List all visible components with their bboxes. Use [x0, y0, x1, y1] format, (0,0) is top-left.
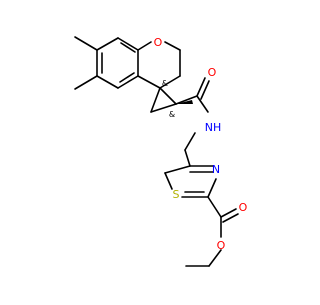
bond: [137, 41, 152, 51]
bond: [150, 87, 161, 113]
bond: [150, 103, 177, 113]
bond: [137, 75, 161, 89]
bond: [196, 95, 209, 113]
bond: [96, 75, 119, 89]
bond: [164, 172, 173, 190]
bond: [207, 178, 217, 198]
bond: [208, 249, 222, 267]
atom-label-ester-ether-oxygen: O: [217, 239, 226, 252]
bond-carbonyl: [196, 77, 206, 97]
atom-label-thiazole-nitrogen: N: [212, 163, 220, 176]
bond: [159, 75, 181, 89]
bond-layer: [74, 36, 239, 267]
bond-carbonyl: [200, 80, 210, 100]
bond: [164, 165, 191, 174]
atom-label-amide-oxygen: O: [208, 66, 217, 79]
atom-label-layer: O O NH N S O O & &: [154, 36, 248, 252]
bond-carbonyl: [220, 208, 237, 218]
bond: [74, 36, 98, 51]
bond-double-inner: [120, 42, 136, 53]
atom-label-ester-carbonyl-oxygen: O: [239, 201, 248, 214]
bond: [96, 37, 119, 51]
stereo-label-cyclopropane: &: [169, 110, 175, 119]
bond: [175, 95, 198, 105]
bond: [117, 37, 139, 51]
stereo-wedge-bond: [176, 100, 193, 104]
bond: [184, 132, 196, 151]
bond: [207, 196, 222, 218]
atom-label-thiazole-sulfur: S: [173, 188, 180, 201]
atom-label-amide-nh: NH: [205, 121, 222, 134]
bond-carbonyl: [222, 213, 239, 223]
bond: [159, 87, 177, 105]
atom-label-ring-oxygen: O: [154, 36, 163, 49]
stereo-label-spiro: &: [162, 79, 168, 88]
bond: [117, 75, 139, 89]
molecule-diagram: O O NH N S O O & &: [74, 36, 248, 267]
bond: [184, 149, 191, 167]
bond-double-inner: [119, 72, 135, 83]
bond: [164, 41, 181, 51]
bond: [74, 75, 98, 90]
molecule-structure-svg: O O NH N S O O & &: [74, 36, 248, 267]
